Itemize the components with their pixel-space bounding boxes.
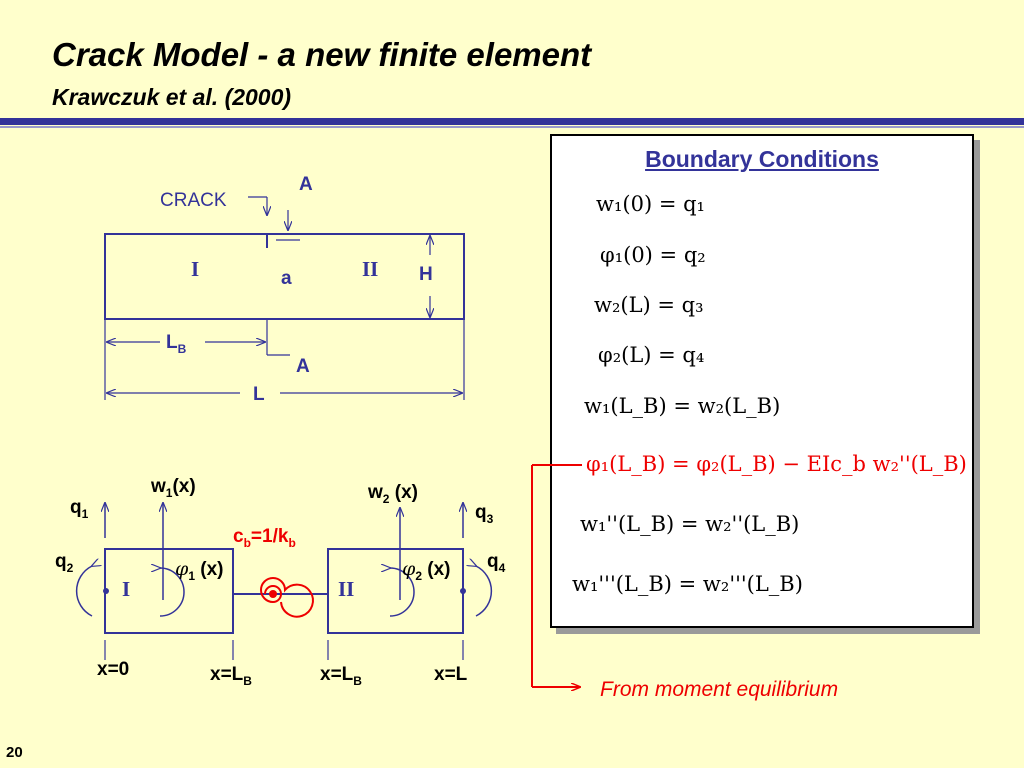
element-1-label: I [122, 577, 131, 601]
xlb-label-left: x=LB [210, 664, 252, 688]
region-label-1: I [191, 257, 200, 281]
region-label-2: II [362, 257, 379, 281]
phi2-label: φ2 (x) [402, 558, 451, 583]
w1-label: w1(x) [151, 476, 196, 500]
cracked-beam-diagram [104, 196, 465, 400]
phi1-rotation-arrow [160, 568, 185, 617]
bc-equation-5: w₁(L_B) = w₂(L_B) [584, 394, 781, 418]
height-label: H [419, 264, 433, 285]
beam-rectangle [104, 233, 465, 320]
crack-depth-label: a [281, 268, 292, 289]
phi-symbol: φ [175, 558, 189, 580]
bc-equation-1: w₁(0) = q₁ [596, 192, 705, 216]
phi1-label: φ1 (x) [175, 558, 224, 583]
q4-rotation-arrow [476, 566, 493, 617]
xlb-label-right: x=LB [320, 664, 362, 688]
section-label-bottom: A [296, 356, 310, 377]
q2-label: q2 [55, 551, 74, 575]
boundary-conditions-heading: Boundary Conditions [645, 146, 879, 172]
section-label-top: A [299, 174, 313, 195]
bc-equation-7: w₁''(L_B) = w₂''(L_B) [580, 512, 800, 536]
q3-label: q3 [475, 502, 494, 526]
element-2-label: II [338, 577, 355, 601]
page-subtitle: Krawczuk et al. (2000) [52, 84, 292, 110]
l-label: L [253, 384, 265, 405]
bc-equation-8: w₁'''(L_B) = w₂'''(L_B) [572, 572, 803, 596]
title-divider-shadow [0, 126, 1024, 128]
q2-rotation-arrow [75, 566, 92, 617]
boundary-conditions-panel: Boundary Conditions w₁(0) = q₁ φ₁(0) = q… [550, 134, 974, 628]
rotational-spring-icon [260, 577, 314, 618]
phi-symbol: φ [402, 558, 416, 580]
crack-label: CRACK [160, 190, 227, 211]
lb-label: LB [166, 332, 187, 356]
title-divider [0, 118, 1024, 125]
moment-equilibrium-arrow [531, 464, 582, 700]
x0-label: x=0 [97, 659, 130, 680]
page-number: 20 [6, 744, 23, 761]
phi2-rotation-arrow [390, 568, 415, 617]
xl-label: x=L [434, 664, 468, 685]
bc-equation-3: w₂(L) = q₃ [594, 293, 704, 317]
w2-label: w2 (x) [368, 482, 418, 506]
element-model-diagram [75, 470, 493, 660]
moment-equilibrium-note: From moment equilibrium [600, 678, 839, 701]
bc-equation-6: φ₁(L_B) = φ₂(L_B) − EIc_b w₂''(L_B) [586, 452, 967, 476]
q1-label: q1 [70, 497, 89, 521]
bc-equation-2: φ₁(0) = q₂ [600, 243, 706, 267]
spring-label: cb=1/kb [233, 526, 296, 550]
q4-label: q4 [487, 551, 506, 575]
page-title: Crack Model - a new finite element [52, 36, 592, 73]
bc-equation-4: φ₂(L) = q₄ [598, 343, 705, 367]
